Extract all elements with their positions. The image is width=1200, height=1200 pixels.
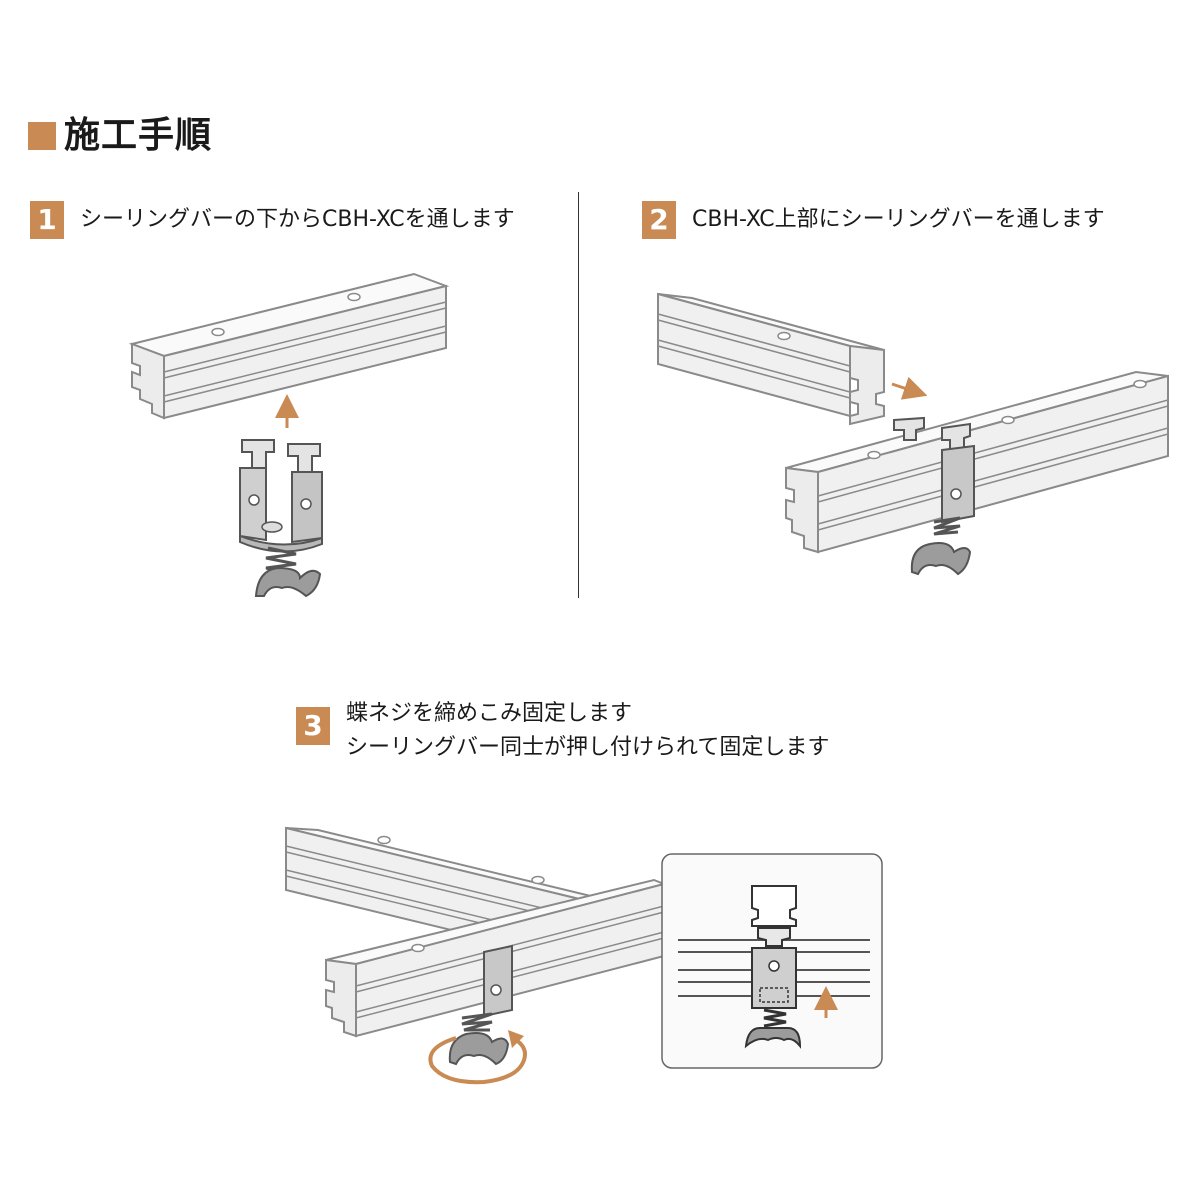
wing-nut xyxy=(910,542,972,576)
detail-inset xyxy=(661,853,883,1069)
ceiling-bar-upper xyxy=(657,292,885,426)
rotate-arrow-icon xyxy=(428,1030,527,1085)
step-3-illustration xyxy=(285,826,883,1085)
arrow-right-icon xyxy=(891,376,928,400)
ceiling-bar-lower xyxy=(785,370,1169,554)
step-3-line-2: シーリングバー同士が押し付けられて固定します xyxy=(346,735,830,760)
cbh-xc-bracket xyxy=(893,416,975,536)
step-1-text: シーリングバーの下からCBH-XCを通します xyxy=(80,207,515,232)
title-marker xyxy=(28,122,56,150)
ceiling-bar xyxy=(128,272,450,420)
step-2-text: CBH-XC上部にシーリングバーを通します xyxy=(692,207,1105,232)
step-2-number: 2 xyxy=(642,201,676,239)
step-1-number: 1 xyxy=(30,201,64,239)
step-1-illustration xyxy=(128,272,450,598)
cbh-xc-bracket xyxy=(239,439,323,576)
page-title: 施工手順 xyxy=(64,115,213,156)
step-3-number: 3 xyxy=(296,707,330,745)
step-3-line-1: 蝶ネジを締めこみ固定します xyxy=(346,701,633,726)
cbh-xc-bracket xyxy=(461,944,513,1032)
wing-nut xyxy=(254,566,322,598)
wing-nut xyxy=(448,1032,510,1066)
step-2-illustration xyxy=(657,292,1169,576)
column-divider xyxy=(578,192,579,598)
